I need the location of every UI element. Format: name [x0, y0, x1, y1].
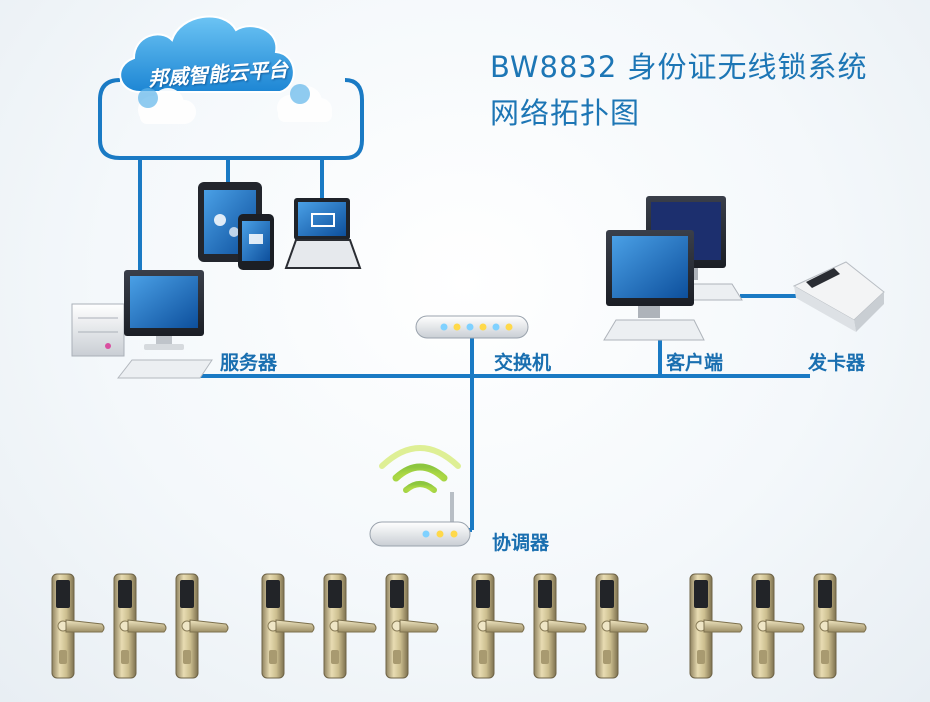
- phone-icon: [238, 214, 274, 270]
- laptop-icon: [284, 198, 362, 269]
- coordinator-label: 协调器: [492, 532, 550, 554]
- server-computer-icon: [71, 270, 213, 379]
- door-lock-icon: [261, 573, 315, 679]
- door-lock-icon: [595, 573, 649, 679]
- door-lock-icon: [113, 573, 167, 679]
- door-lock-icon: [813, 573, 867, 679]
- door-lock-icon: [323, 573, 377, 679]
- door-lock-icon: [533, 573, 587, 679]
- coordinator-icon: [369, 445, 471, 547]
- client-computers-icon: [603, 196, 743, 341]
- cloud-frame: [98, 78, 364, 160]
- diagram-title-line2: 网络拓扑图: [490, 96, 641, 130]
- switch-label: 交换机: [494, 352, 552, 374]
- network-lines: [98, 78, 810, 532]
- door-lock-icon: [385, 573, 439, 679]
- door-lock-icon: [51, 573, 105, 679]
- card-issuer-label: 发卡器: [808, 352, 866, 374]
- switch-icon: [415, 315, 529, 339]
- diagram-title-line1: BW8832 身份证无线锁系统: [490, 50, 868, 84]
- door-locks: [51, 573, 867, 679]
- client-label: 客户端: [666, 352, 724, 374]
- door-lock-icon: [471, 573, 525, 679]
- cloud-icon: [119, 15, 332, 124]
- server-label: 服务器: [220, 352, 278, 374]
- door-lock-icon: [175, 573, 229, 679]
- card-reader-icon: [792, 261, 885, 332]
- door-lock-icon: [689, 573, 743, 679]
- door-lock-icon: [751, 573, 805, 679]
